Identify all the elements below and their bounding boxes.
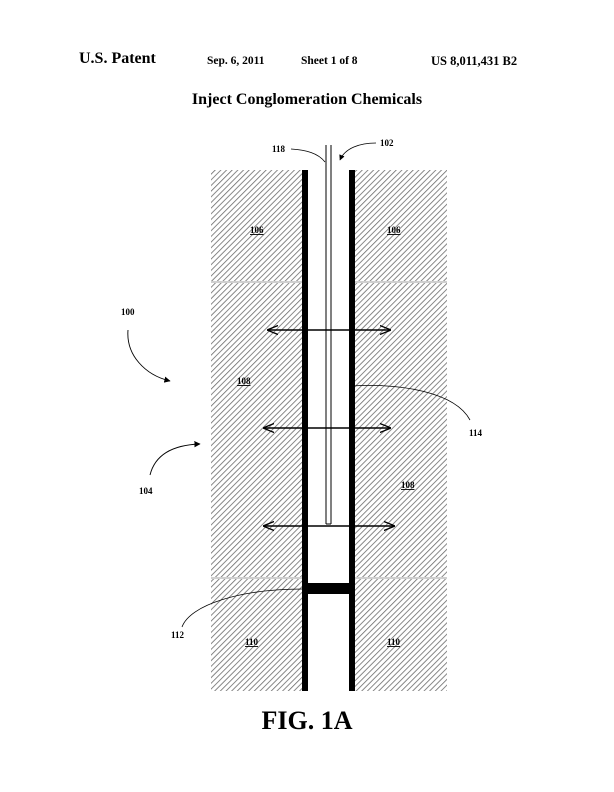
wellbore-interior [303,170,355,691]
casing-wall-right [349,170,355,691]
ref-104: 104 [139,486,153,496]
ref-106-right: 106 [387,225,401,235]
ref-118: 118 [272,144,286,154]
leader-114 [351,385,471,421]
ref-106-left: 106 [250,225,264,235]
ref-100: 100 [121,307,135,317]
ref-108-right: 108 [401,480,415,490]
packer-plug [303,583,355,594]
ref-108-left: 108 [237,376,251,386]
leader-102 [339,142,377,161]
leader-104 [149,441,201,476]
leader-118 [290,148,326,163]
ref-114: 114 [469,428,483,438]
formation-right [355,170,447,691]
leader-112 [181,588,304,628]
formation-left [211,170,303,691]
patent-number: US 8,011,431 B2 [431,54,518,68]
patent-date: Sep. 6, 2011 [207,55,265,67]
ref-110-right: 110 [387,637,401,647]
ref-102: 102 [380,138,394,148]
leader-100 [127,329,171,383]
patent-label: U.S. Patent [79,50,156,67]
casing-wall-left [302,170,308,691]
sheet-number: Sheet 1 of 8 [301,55,358,67]
ref-110-left: 110 [245,637,259,647]
figure-title: Inject Conglomeration Chemicals [191,91,423,108]
ref-112: 112 [171,630,185,640]
figure-label: FIG. 1A [261,706,353,735]
